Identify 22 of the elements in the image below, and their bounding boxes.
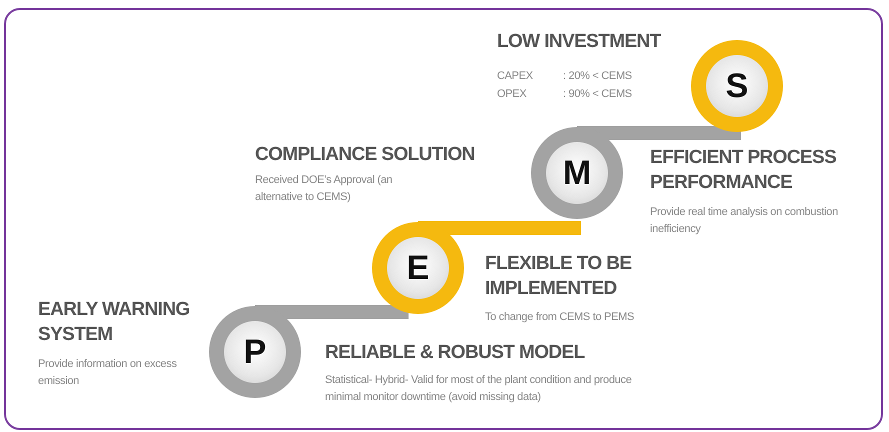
- feature-description: : 90% < CEMS: [563, 87, 633, 102]
- step-letter: P: [244, 335, 266, 369]
- connector-ribbon: [577, 126, 741, 140]
- feature-description: Received DOE’s Approval (an alternative to CEMS): [255, 173, 394, 204]
- connector-ribbon: [418, 221, 581, 235]
- step-letter: S: [726, 69, 748, 103]
- step-letter: M: [562, 156, 592, 190]
- feature-description: OPEX: [497, 87, 528, 102]
- feature-description: : 20% < CEMS: [563, 69, 633, 84]
- feature-heading: EARLY WARNING SYSTEM: [38, 298, 191, 347]
- step-letter: E: [406, 251, 430, 285]
- connector-ribbon: [255, 305, 409, 319]
- feature-description: Statistical- Hybrid- Valid for most of the plant condition and produce minimal monitor downtime (avoid missing data): [325, 373, 633, 404]
- feature-heading: RELIABLE & ROBUST MODEL: [325, 341, 586, 365]
- feature-description: To change from CEMS to PEMS: [485, 310, 636, 325]
- feature-heading: LOW INVESTMENT: [497, 30, 662, 54]
- feature-description: Provide information on excess emission: [38, 357, 178, 388]
- feature-description: CAPEX: [497, 69, 534, 84]
- feature-heading: EFFICIENT PROCESS PERFORMANCE: [650, 146, 838, 195]
- feature-description: Provide real time analysis on combustion inefficiency: [650, 205, 839, 236]
- feature-heading: COMPLIANCE SOLUTION: [255, 143, 476, 167]
- feature-heading: FLEXIBLE TO BE IMPLEMENTED: [485, 252, 632, 301]
